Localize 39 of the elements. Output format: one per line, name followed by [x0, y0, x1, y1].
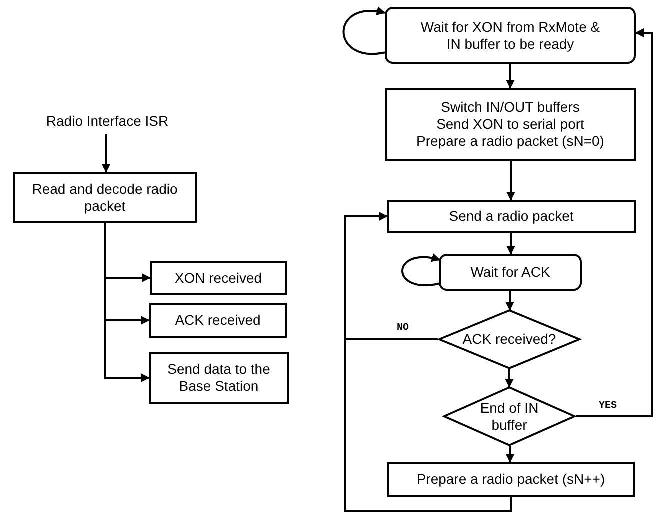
node-text: Wait for ACK — [470, 264, 550, 281]
arrow — [506, 233, 516, 255]
start-label: Radio Interface ISR — [46, 112, 169, 130]
node-text: Send a radio packet — [449, 208, 574, 225]
arrow — [102, 134, 111, 173]
arrow — [104, 223, 150, 382]
arrow — [506, 291, 514, 311]
process-box — [149, 352, 289, 404]
arrow — [505, 369, 514, 388]
process-box — [13, 172, 197, 223]
process-box — [150, 261, 287, 295]
node-text: Send XON to serial port — [436, 116, 584, 133]
node-text: Switch IN/OUT buffers — [441, 99, 580, 116]
node-text: XON received — [174, 270, 262, 286]
process-box — [385, 88, 636, 161]
node-text: Send data to the Base Station — [166, 361, 272, 395]
node-text: Wait for XON from RxMote & IN buffer to be ready — [420, 18, 602, 52]
arrow — [344, 212, 512, 512]
node-text: ACK received — [175, 312, 261, 329]
node-text: Read and decode radio packet — [31, 180, 179, 214]
node-text: End of IN buffer — [479, 400, 540, 434]
node-text: Prepare a radio packet (sN++) — [416, 471, 606, 488]
wait-state-box — [385, 7, 636, 64]
process-box — [387, 200, 636, 233]
decision-diamond — [438, 310, 581, 369]
self-loop-arrow — [342, 7, 386, 55]
arrow — [576, 28, 653, 418]
node-text: ACK received? — [462, 331, 556, 348]
arrow — [506, 64, 515, 89]
process-box — [387, 462, 635, 497]
edge-label: YES — [598, 400, 618, 412]
node-text: Prepare a radio packet (sN=0) — [416, 132, 604, 150]
self-loop-arrow — [402, 254, 441, 286]
decision-diamond — [443, 387, 576, 446]
process-box — [149, 303, 287, 338]
arrow — [506, 161, 516, 201]
edge-label: NO — [396, 322, 410, 334]
arrow — [506, 446, 515, 463]
wait-state-box — [439, 254, 582, 291]
